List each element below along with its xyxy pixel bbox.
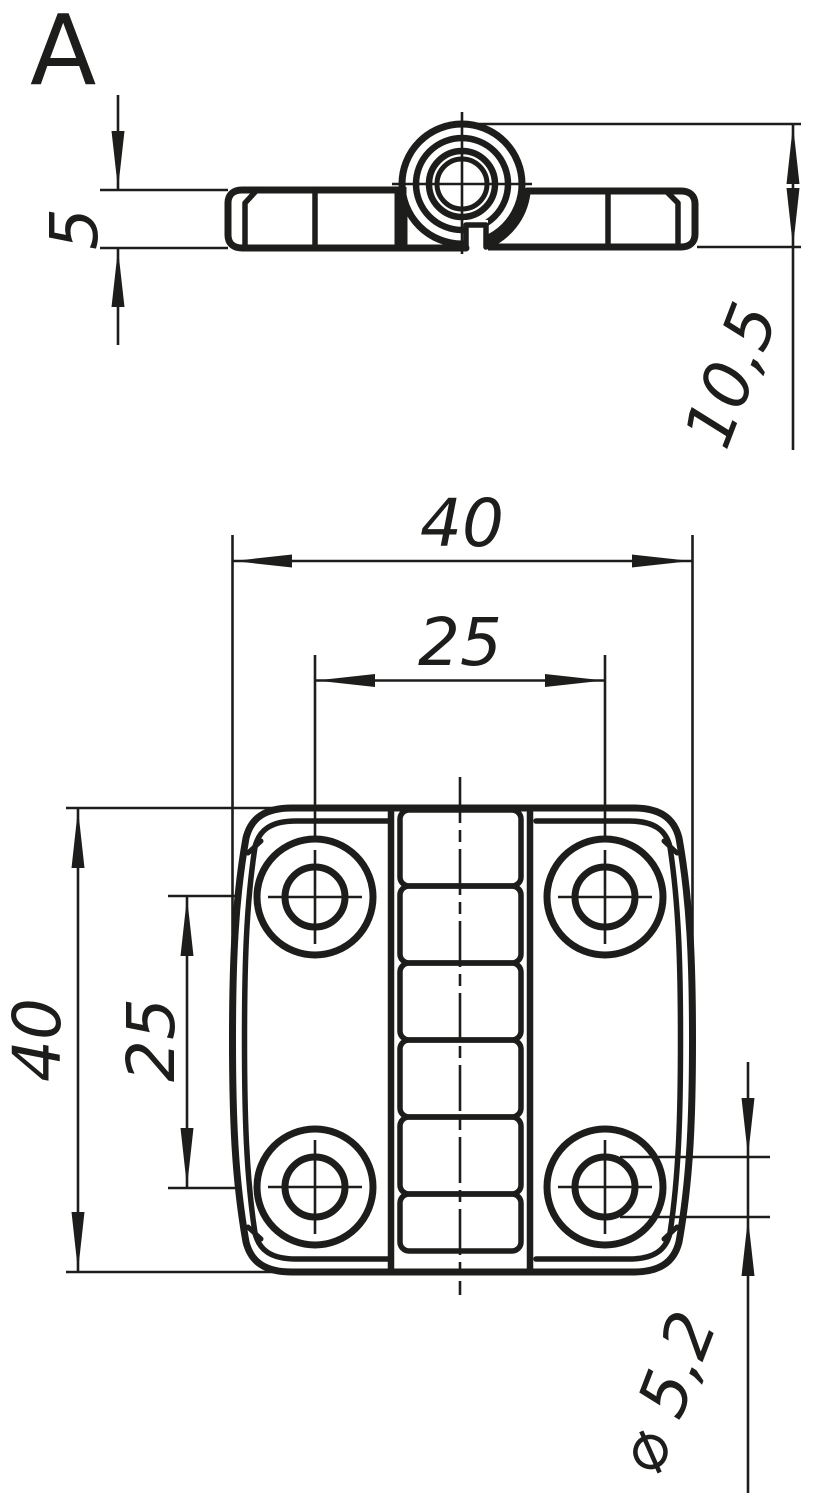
body-inner-offset-left (241, 818, 392, 1262)
arrow-up-icon (180, 897, 194, 956)
arrow-right-icon (545, 674, 604, 687)
arrow-up-icon (741, 1218, 755, 1276)
side-view: A 5 (30, 0, 801, 458)
plan-view: 40 25 40 25 (0, 485, 770, 1493)
side-right-leaf-end-seam (663, 188, 681, 250)
arrow-down-icon (741, 1098, 755, 1156)
arrow-up-icon (111, 249, 125, 307)
arrow-right-icon (632, 554, 691, 568)
screw-hole-top-left (253, 835, 377, 959)
dim-text-hole-pitch-y: 25 (113, 998, 190, 1082)
dim-text-length: 40 (0, 998, 76, 1082)
dim-text-height: 10,5 (669, 293, 794, 458)
side-left-leaf-end-seam (242, 187, 260, 250)
corner-tick-top-right (661, 838, 680, 856)
arrow-left-icon (316, 674, 375, 687)
body-inner-offset-right (533, 818, 684, 1262)
arrow-left-icon (233, 554, 292, 568)
side-right-leaf (482, 187, 699, 251)
screw-hole-bottom-left (253, 1125, 377, 1249)
dim-text-hole-diameter: ⌀ 5,2 (601, 1301, 732, 1483)
arrow-up-icon (71, 809, 85, 868)
corner-tick-top-left (245, 838, 264, 856)
corner-tick-bottom-right (661, 1224, 680, 1242)
dim-hole-pitch-horizontal: 25 (316, 604, 604, 687)
arrow-down-icon (71, 1212, 85, 1271)
arrow-down-icon (180, 1128, 194, 1187)
screw-hole-bottom-right (543, 1125, 667, 1249)
dim-text-thickness: 5 (36, 208, 113, 250)
dim-leaf-thickness: 5 (36, 95, 228, 345)
arrow-down-icon (786, 188, 800, 247)
knuckle-notch (463, 222, 489, 251)
corner-tick-bottom-left (245, 1224, 264, 1242)
dim-text-hole-pitch-x: 25 (418, 604, 502, 681)
dim-text-width: 40 (420, 485, 504, 562)
screw-hole-top-right (543, 835, 667, 959)
view-label: A (30, 0, 96, 107)
arrow-down-icon (111, 131, 125, 189)
dim-hole-pitch-vertical: 25 (113, 894, 235, 1190)
dim-overall-width: 40 (233, 485, 692, 568)
arrow-up-icon (786, 125, 800, 184)
dim-overall-length: 40 (0, 806, 310, 1274)
knuckle-joint-bar (394, 187, 407, 249)
